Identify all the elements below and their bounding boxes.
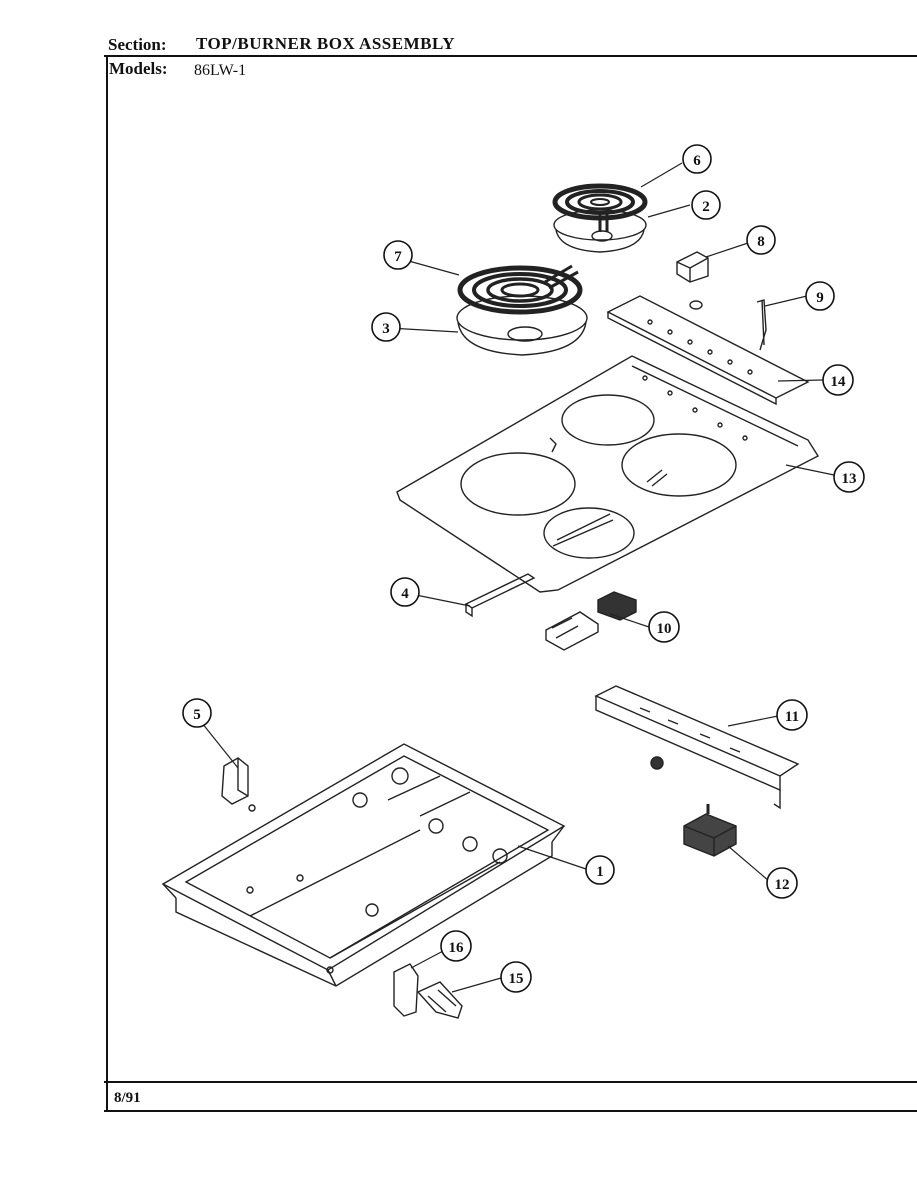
section-label: Section:	[108, 35, 167, 54]
callout-10: 10	[648, 611, 680, 643]
part-10-terminal-block	[545, 591, 637, 651]
callout-11: 11	[776, 699, 808, 731]
svg-text:6: 6	[693, 153, 701, 169]
callout-13: 13	[833, 461, 865, 493]
part-2-small-drip-pan	[553, 209, 647, 253]
svg-text:5: 5	[193, 707, 201, 723]
svg-text:11: 11	[785, 709, 799, 725]
part-9-pin	[756, 299, 767, 351]
part-7-large-element	[457, 264, 583, 315]
part-5-clip	[221, 757, 256, 812]
svg-text:12: 12	[775, 877, 790, 893]
svg-text:14: 14	[831, 374, 847, 390]
svg-text:16: 16	[449, 940, 465, 956]
callout-9: 9	[805, 281, 835, 311]
callout-8: 8	[746, 225, 776, 255]
part-15-connector	[416, 981, 463, 1019]
callout-16: 16	[440, 930, 472, 962]
section-title: TOP/BURNER BOX ASSEMBLY	[196, 34, 456, 53]
svg-text:7: 7	[394, 249, 402, 265]
svg-text:15: 15	[509, 971, 524, 987]
part-11-panel-bracket	[594, 685, 800, 810]
callout-7: 7	[383, 240, 413, 270]
callout-6: 6	[682, 144, 712, 174]
svg-text:9: 9	[816, 290, 824, 306]
callout-3: 3	[371, 312, 401, 342]
svg-text:2: 2	[702, 199, 710, 215]
part-14-bracket	[606, 295, 810, 406]
part-13-cooktop	[396, 355, 819, 593]
part-8-knob	[676, 251, 709, 310]
part-4-strip	[464, 573, 536, 618]
leader-lines	[201, 162, 835, 993]
callout-5: 5	[182, 698, 212, 728]
revision-date: 8/91	[114, 1090, 141, 1106]
nut	[650, 756, 664, 770]
svg-text:3: 3	[382, 321, 390, 337]
callouts: 6 2 7 3 8 9 14 13 4 10 11 12 5 1 16 15	[182, 144, 865, 993]
part-6-small-element	[552, 183, 648, 232]
svg-text:10: 10	[657, 621, 672, 637]
svg-text:8: 8	[757, 234, 765, 250]
callout-4: 4	[390, 577, 420, 607]
callout-14: 14	[822, 364, 854, 396]
callout-1: 1	[585, 855, 615, 885]
part-12-switch	[683, 804, 737, 857]
models-value: 86LW-1	[194, 62, 247, 79]
callout-12: 12	[766, 867, 798, 899]
svg-text:4: 4	[401, 586, 409, 602]
part-3-large-drip-pan	[456, 295, 588, 356]
callout-2: 2	[691, 190, 721, 220]
callout-15: 15	[500, 961, 532, 993]
part-1-burner-box	[161, 743, 566, 987]
models-label: Models:	[109, 59, 168, 78]
part-16-elbow	[393, 963, 419, 1017]
svg-text:1: 1	[596, 864, 604, 880]
svg-text:13: 13	[842, 471, 857, 487]
